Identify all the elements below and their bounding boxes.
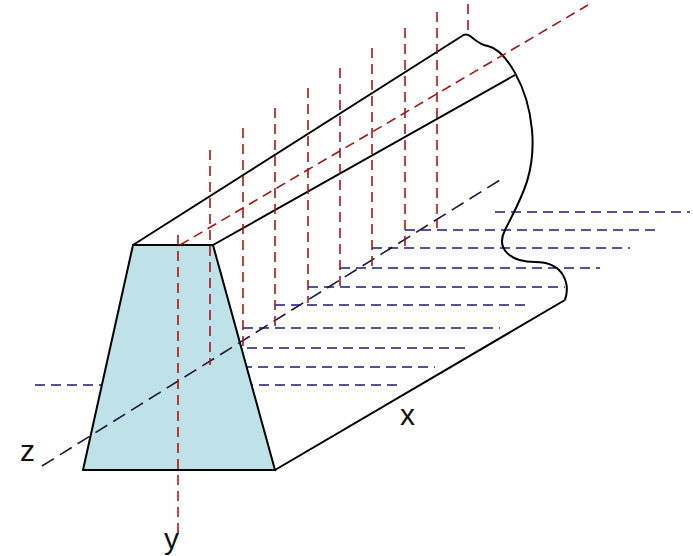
y-line bbox=[274, 108, 276, 326]
y-lines bbox=[178, 4, 588, 535]
z-line bbox=[372, 247, 630, 249]
y-line bbox=[404, 28, 406, 246]
bottom-edge bbox=[275, 300, 565, 470]
top-right-edge bbox=[213, 75, 515, 245]
axis-label: z bbox=[20, 436, 35, 466]
x-axis-line bbox=[180, 5, 588, 245]
axis-label: x bbox=[400, 400, 415, 430]
z-line bbox=[243, 327, 500, 329]
y-line bbox=[467, 4, 469, 36]
y-line bbox=[436, 12, 438, 228]
y-line bbox=[242, 128, 244, 346]
z-line bbox=[495, 211, 690, 213]
y-axis bbox=[177, 235, 179, 535]
top-left-edge bbox=[133, 36, 462, 245]
z-line bbox=[340, 267, 600, 269]
y-line bbox=[209, 150, 211, 365]
z-axis bbox=[42, 180, 500, 466]
y-line bbox=[371, 48, 373, 266]
y-line bbox=[307, 88, 309, 303]
z-line bbox=[275, 304, 530, 306]
z-line bbox=[405, 229, 660, 231]
z-line bbox=[215, 347, 470, 349]
z-line bbox=[308, 286, 565, 288]
axis-label: y bbox=[164, 524, 179, 554]
cross-section bbox=[83, 245, 275, 470]
y-line bbox=[339, 68, 341, 286]
cut-end bbox=[462, 35, 567, 300]
